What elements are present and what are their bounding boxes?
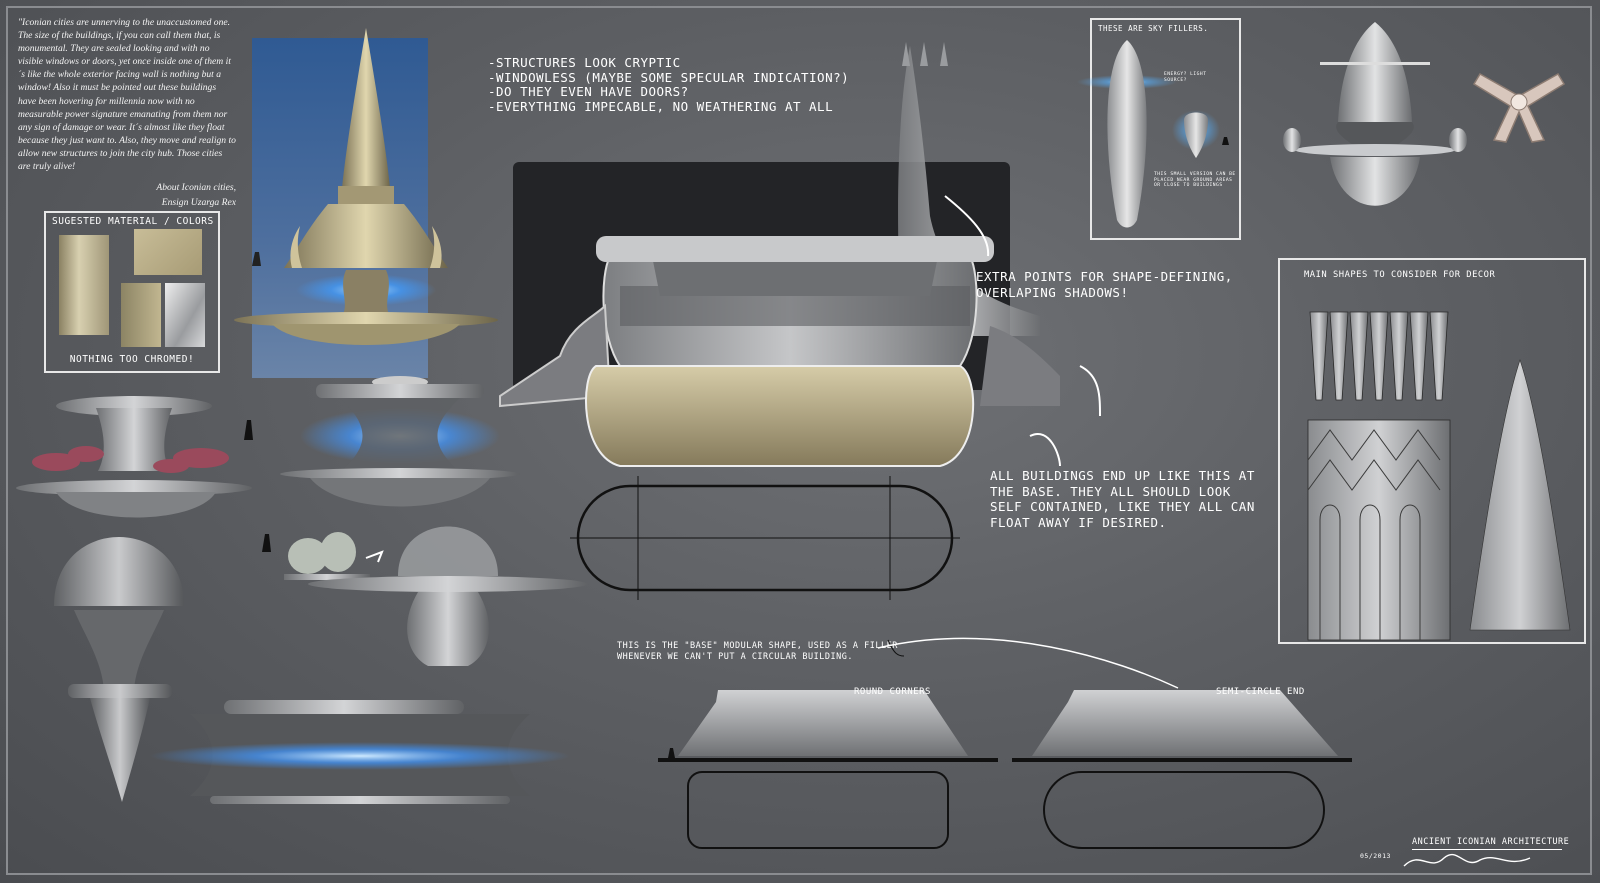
material-colors-box: SUGESTED MATERIAL / COLORS NOTHING TOO C… xyxy=(44,211,220,373)
glowing-tower-illustration xyxy=(244,376,520,507)
footer-rule xyxy=(1412,849,1562,850)
material-box-footer: NOTHING TOO CHROMED! xyxy=(69,354,195,365)
modular-callout: THIS IS THE "BASE" MODULAR SHAPE, USED A… xyxy=(617,641,898,662)
gold-swatch xyxy=(134,229,202,275)
silver-swatch xyxy=(165,283,205,347)
base-callout: ALL BUILDINGS END UP LIKE THIS AT THE BA… xyxy=(990,468,1255,530)
arch-material-swatch xyxy=(59,235,109,335)
garden-platform-illustration xyxy=(16,396,252,518)
quote-text: "Iconian cities are unnerving to the una… xyxy=(18,17,236,173)
mushroom-tower-illustration xyxy=(54,537,184,802)
sky-filler-illustration xyxy=(1077,40,1229,228)
dome-forest-illustration xyxy=(262,526,588,666)
round-corners-label: ROUND CORNERS xyxy=(854,687,931,697)
note-impecable: -EVERYTHING IMPECABLE, NO WEATHERING AT … xyxy=(488,98,834,114)
small-version-note: THIS SMALL VERSION CAN BE PLACED NEAR GR… xyxy=(1154,172,1236,189)
shadows-callout: EXTRA POINTS FOR SHAPE-DEFINING, OVERLAP… xyxy=(976,269,1233,300)
footer-date: 05/2013 xyxy=(1360,852,1391,860)
ornament-illustration xyxy=(1472,72,1566,143)
material-box-title: SUGESTED MATERIAL / COLORS xyxy=(52,216,214,227)
sky-box-title: THESE ARE SKY FILLERS. xyxy=(1098,24,1209,33)
sheet-frame xyxy=(6,6,1592,875)
modular-shapes-illustration xyxy=(658,637,1352,849)
decor-shapes-illustration xyxy=(1307,311,1571,641)
golden-spire-illustration xyxy=(234,28,498,345)
energy-note: ENERGY? LIGHT SOURCE? xyxy=(1164,72,1207,83)
glowing-cylinder-illustration xyxy=(150,700,570,804)
note-windowless: -WINDOWLESS (MAYBE SOME SPECULAR INDICAT… xyxy=(488,69,850,85)
note-doors: -DO THEY EVEN HAVE DOORS? xyxy=(488,84,689,99)
bronze-swatch xyxy=(121,283,161,347)
main-building-illustration xyxy=(499,42,1101,600)
note-cryptic: -STRUCTURES LOOK CRYPTIC xyxy=(488,55,681,70)
semi-circle-label: SEMI-CIRCLE END xyxy=(1216,687,1305,697)
footer-title: ANCIENT ICONIAN ARCHITECTURE xyxy=(1412,837,1570,847)
iconian-quote: "Iconian cities are unnerving to the una… xyxy=(18,16,236,209)
signature-mark xyxy=(1403,853,1531,867)
decor-box-title: MAIN SHAPES TO CONSIDER FOR DECOR xyxy=(1304,270,1496,280)
design-notes: -STRUCTURES LOOK CRYPTIC -WINDOWLESS (MA… xyxy=(488,55,850,114)
sky-fillers-box: THESE ARE SKY FILLERS. ENERGY? LIGHT SOU… xyxy=(1077,18,1241,240)
silver-ship-illustration xyxy=(1283,22,1467,206)
decor-shapes-box: MAIN SHAPES TO CONSIDER FOR DECOR xyxy=(1278,258,1586,644)
quote-source: About Iconian cities, xyxy=(156,182,236,194)
quote-author: Ensign Uzarga Rex xyxy=(161,197,236,209)
